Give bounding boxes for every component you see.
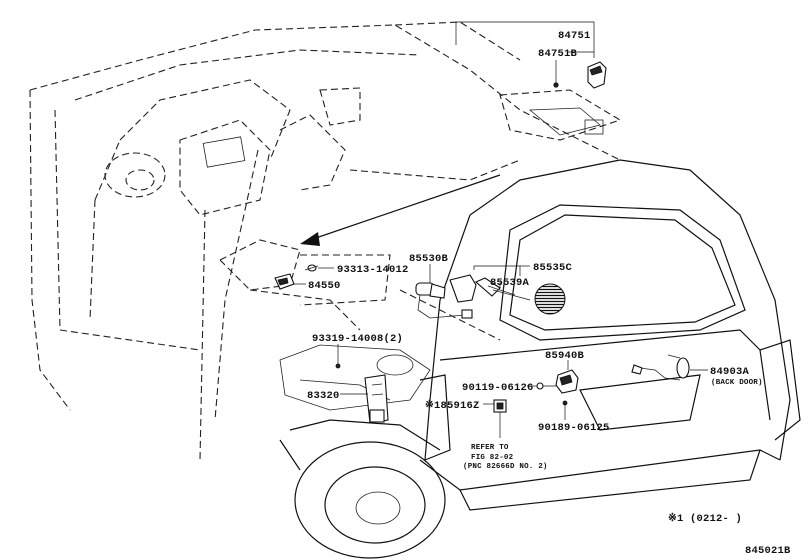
label-84751B: 84751B xyxy=(538,48,578,60)
figure-id: 845021B xyxy=(745,545,791,557)
label-84751: 84751 xyxy=(558,30,591,42)
label-84550: 84550 xyxy=(308,280,341,292)
label-93319-14008: 93319-14008(2) xyxy=(312,333,403,345)
hatch-arrow xyxy=(492,289,531,301)
label-85916Z: ※185916Z xyxy=(425,399,480,412)
leader-lines xyxy=(294,21,708,438)
part-85916Z-switch xyxy=(493,399,507,413)
part-84903A-switch xyxy=(631,354,690,381)
label-85530B: 85530B xyxy=(409,253,449,265)
label-refer-line1: REFER TO xyxy=(471,444,509,452)
rear-body xyxy=(279,159,801,559)
label-93313-14012: 93313-14012 xyxy=(337,264,409,276)
label-refer-line3: (PNC 82666D NO. 2) xyxy=(463,463,548,471)
cargo-floor xyxy=(279,344,431,411)
label-90189-06125: 90189-06125 xyxy=(538,422,610,434)
direction-arrow xyxy=(300,174,501,246)
label-90119-06126: 90119-06126 xyxy=(462,382,534,394)
label-83320: 83320 xyxy=(307,390,340,402)
label-back-door-note: (BACK DOOR) xyxy=(711,379,763,387)
label-84903A: 84903A xyxy=(710,366,750,378)
label-85535C: 85535C xyxy=(533,262,573,274)
part-93313-clip xyxy=(304,264,319,272)
hatched-circle-icon xyxy=(534,283,566,315)
part-85530B-motor xyxy=(415,282,473,319)
footnote: ※1 (0212- ) xyxy=(668,512,742,525)
part-85940B-relay xyxy=(536,369,579,406)
part-83320-bracket xyxy=(335,363,389,424)
part-84751-switch xyxy=(553,61,607,89)
vehicle-outline xyxy=(29,21,622,461)
label-refer-line2: FIG 82-02 xyxy=(471,454,514,462)
label-85940B: 85940B xyxy=(545,350,585,362)
label-85539A: 85539A xyxy=(490,277,530,289)
